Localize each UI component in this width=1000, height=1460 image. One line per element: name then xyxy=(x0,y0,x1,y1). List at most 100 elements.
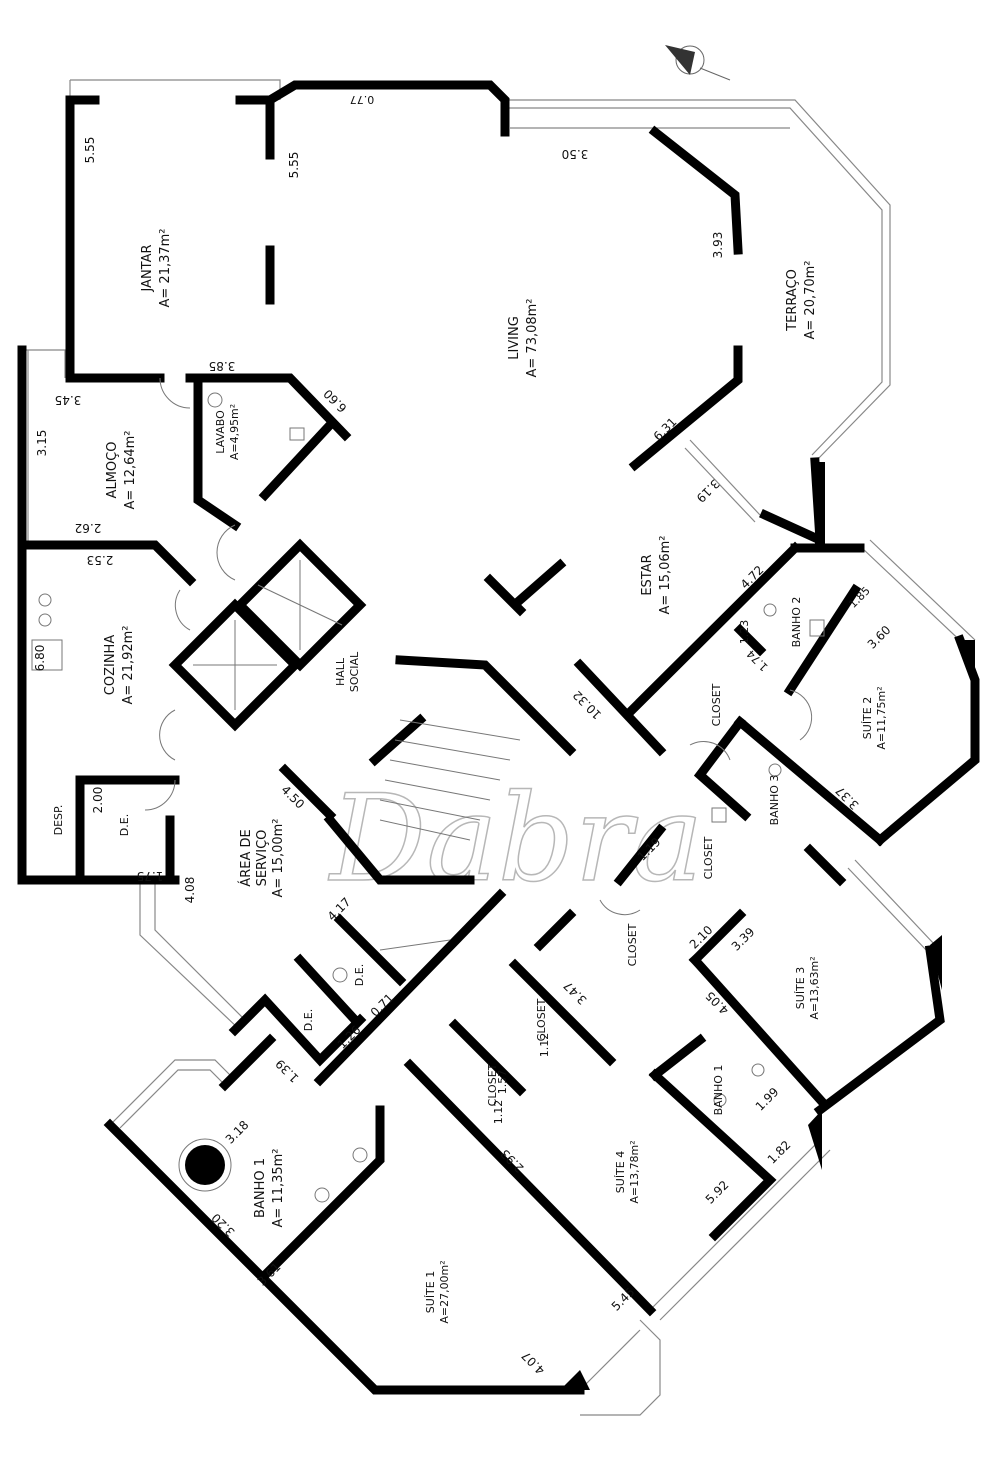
room-name: D.E. xyxy=(353,964,366,986)
room-name: SUÍTE 2 xyxy=(861,697,874,739)
room-labels: JANTAR A= 21,37m² LIVING A= 73,08m² TERR… xyxy=(52,228,888,1323)
room-suite-4: SUÍTE 4 A=13,78m² xyxy=(614,1140,641,1203)
dimension: 1.12 xyxy=(538,1033,551,1058)
dimension: 3.20 xyxy=(209,1210,238,1239)
dimension: 5.92 xyxy=(703,1178,732,1207)
dimension: 2.62 xyxy=(75,521,102,535)
room-area: A= 21,92m² xyxy=(121,625,136,704)
room-cozinha: COZINHA A= 21,92m² xyxy=(103,625,136,704)
room-area: A=4,95m² xyxy=(228,404,241,460)
room-name: ÁREA DE xyxy=(238,829,254,886)
room-living: LIVING A= 73,08m² xyxy=(507,298,540,377)
dimension: 3.45 xyxy=(55,393,82,407)
dimension: 3.85 xyxy=(209,359,236,373)
dimension: 3.19 xyxy=(693,476,722,505)
dimension: 1.23 xyxy=(738,620,751,645)
room-area: A= 12,64m² xyxy=(123,430,138,509)
room-lavabo: LAVABO A=4,95m² xyxy=(214,404,241,460)
room-name: D.E. xyxy=(302,1009,315,1031)
dimension: 3.39 xyxy=(729,925,758,954)
dimension: 1.82 xyxy=(765,1138,794,1167)
room-name: SUÍTE 4 xyxy=(614,1151,627,1193)
room-name: BANHO 1 xyxy=(712,1065,725,1116)
room-name-2: SERVIÇO xyxy=(255,830,270,887)
room-name: BANHO 3 xyxy=(768,775,781,826)
dimension: 4.08 xyxy=(183,877,197,904)
room-name: SUÍTE 3 xyxy=(794,967,807,1009)
dimension: 1.57 xyxy=(496,1070,509,1095)
room-suite-1: SUÍTE 1 A=27,00m² xyxy=(424,1260,451,1323)
staircase xyxy=(379,719,521,951)
room-suite-3: SUÍTE 3 A=13,63m² xyxy=(794,956,821,1019)
dimension: 1.39 xyxy=(273,1056,302,1085)
room-name: CLOSET xyxy=(486,1063,499,1106)
dimension: 1.12 xyxy=(492,1100,505,1125)
dimension: 1.75 xyxy=(137,869,164,883)
dimension: 5.55 xyxy=(83,137,97,164)
room-name: BANHO 2 xyxy=(790,597,803,648)
room-banho-3: BANHO 3 xyxy=(768,775,781,826)
room-desp: DESP. xyxy=(52,805,65,836)
room-name: D.E. xyxy=(118,814,131,836)
room-de-1: D.E. xyxy=(118,814,131,836)
dimension: 3.50 xyxy=(562,147,589,161)
room-area: A=11,75m² xyxy=(875,686,888,749)
room-area: A= 21,37m² xyxy=(158,228,173,307)
dimension: 3.15 xyxy=(35,430,49,457)
room-jantar: JANTAR A= 21,37m² xyxy=(140,228,173,307)
dimension: 1.85 xyxy=(846,584,873,611)
room-name: ALMOÇO xyxy=(105,442,120,499)
room-closet-s3a: CLOSET xyxy=(702,836,715,879)
fixtures xyxy=(31,377,825,1203)
room-banho-1-s3: BANHO 1 xyxy=(712,1065,725,1116)
elevators xyxy=(168,538,367,732)
room-area: A= 73,08m² xyxy=(525,298,540,377)
room-name: CLOSET xyxy=(710,683,723,726)
walls xyxy=(17,80,980,1395)
dimension: 3.47 xyxy=(561,978,590,1007)
dimension: 1.99 xyxy=(753,1085,782,1114)
dimension: 0.77 xyxy=(350,93,375,106)
room-name: SUÍTE 1 xyxy=(424,1271,437,1313)
north-arrow-icon xyxy=(665,45,731,81)
room-estar: ESTAR A= 15,06m² xyxy=(640,535,673,614)
dimension: 6.80 xyxy=(33,645,47,672)
room-banho-2: BANHO 2 xyxy=(790,597,803,648)
dimension: 2.93 xyxy=(498,1146,527,1175)
watermark-logo: Dabra xyxy=(328,770,703,909)
room-area: A=27,00m² xyxy=(438,1260,451,1323)
room-name-2: SOCIAL xyxy=(348,651,361,692)
room-name: CLOSET xyxy=(702,836,715,879)
room-almoco: ALMOÇO A= 12,64m² xyxy=(105,430,138,509)
room-banho-1: BANHO 1 A= 11,35m² xyxy=(253,1148,286,1227)
room-name: CLOSET xyxy=(626,923,639,966)
room-name: HALL xyxy=(334,657,347,686)
room-area: A= 15,06m² xyxy=(658,535,673,614)
dimension: 5.55 xyxy=(287,152,301,179)
room-terraco: TERRAÇO A= 20,70m² xyxy=(785,260,818,339)
dimension: 2.00 xyxy=(91,787,105,814)
room-closet-s2: CLOSET xyxy=(710,683,723,726)
room-suite-2: SUÍTE 2 A=11,75m² xyxy=(861,686,888,749)
room-name: BANHO 1 xyxy=(253,1158,268,1218)
dimension: 4.07 xyxy=(519,1348,548,1377)
room-name: DESP. xyxy=(52,805,65,836)
room-name: JANTAR xyxy=(140,244,155,292)
room-area: A= 20,70m² xyxy=(803,260,818,339)
room-closet-s3b: CLOSET xyxy=(626,923,639,966)
room-area: A= 15,00m² xyxy=(271,818,286,897)
room-hall-social: HALL SOCIAL xyxy=(334,651,361,692)
dimension: 10.32 xyxy=(570,688,604,722)
room-area: A= 11,35m² xyxy=(271,1148,286,1227)
room-area: A=13,63m² xyxy=(808,956,821,1019)
dimension: 3.60 xyxy=(865,623,894,652)
room-name: ESTAR xyxy=(640,554,655,595)
dimension: 3.18 xyxy=(223,1118,252,1147)
room-area-servico: ÁREA DE SERVIÇO A= 15,00m² xyxy=(238,818,286,897)
room-area: A=13,78m² xyxy=(628,1140,641,1203)
room-name: LIVING xyxy=(507,316,522,360)
room-de-2: D.E. xyxy=(302,1009,315,1031)
room-closet-s4b: CLOSET xyxy=(486,1063,499,1106)
room-de-3: D.E. xyxy=(353,964,366,986)
